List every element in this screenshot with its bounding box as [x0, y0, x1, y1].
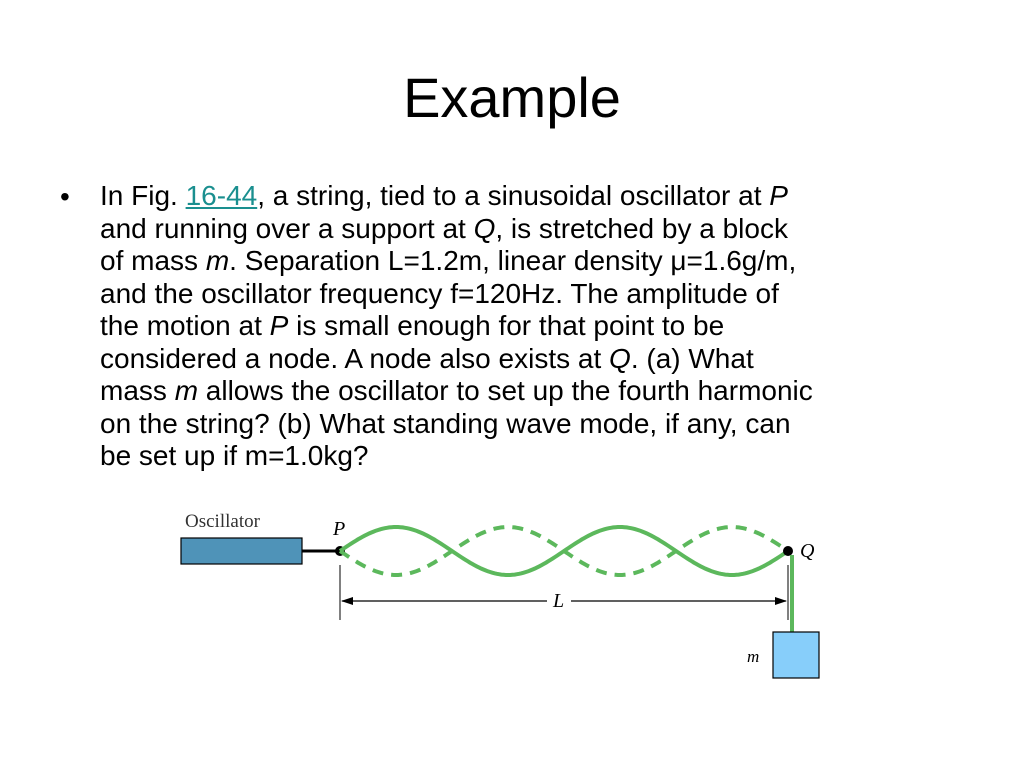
figure-link[interactable]: 16-44 [185, 180, 258, 211]
mass-block [772, 631, 820, 679]
text-segment: . Separation L=1.2m, linear density μ=1.… [100, 245, 797, 341]
italic-Q: Q [609, 342, 631, 374]
text-segment: is small enough for that point to be con… [100, 310, 725, 374]
oscillator-label: Oscillator [185, 511, 261, 532]
p-label: P [332, 518, 345, 540]
text-segment: . (a) What mass [100, 342, 754, 407]
q-node-dot [783, 546, 793, 556]
italic-P: P [769, 180, 788, 211]
standing-wave-figure: Oscillator P Q m L [180, 511, 820, 679]
text-segment: allows the oscillator to set up the four… [100, 375, 813, 471]
q-label: Q [800, 540, 815, 562]
text-segment: , a string, tied to a sinusoidal oscilla… [257, 180, 770, 211]
italic-Q: Q [473, 212, 496, 244]
l-label: L [552, 590, 564, 612]
string-wave-dashed [338, 525, 790, 577]
oscillator-box [180, 537, 303, 565]
text-segment: , is stretched by a block of mass [100, 212, 788, 277]
l-arrowhead-left [341, 597, 353, 605]
italic-P: P [269, 310, 289, 341]
text-segment: and running over a support at [100, 212, 466, 244]
text-segment: In Fig. [100, 180, 186, 211]
italic-m: m [174, 375, 199, 406]
bullet-marker: • [60, 181, 70, 212]
italic-m: m [205, 245, 230, 276]
l-arrowhead-right [775, 597, 787, 605]
slide-title: Example [403, 66, 621, 129]
m-label: m [747, 647, 759, 666]
problem-text: In Fig. 16-44, a string, tied to a sinus… [100, 180, 1000, 473]
